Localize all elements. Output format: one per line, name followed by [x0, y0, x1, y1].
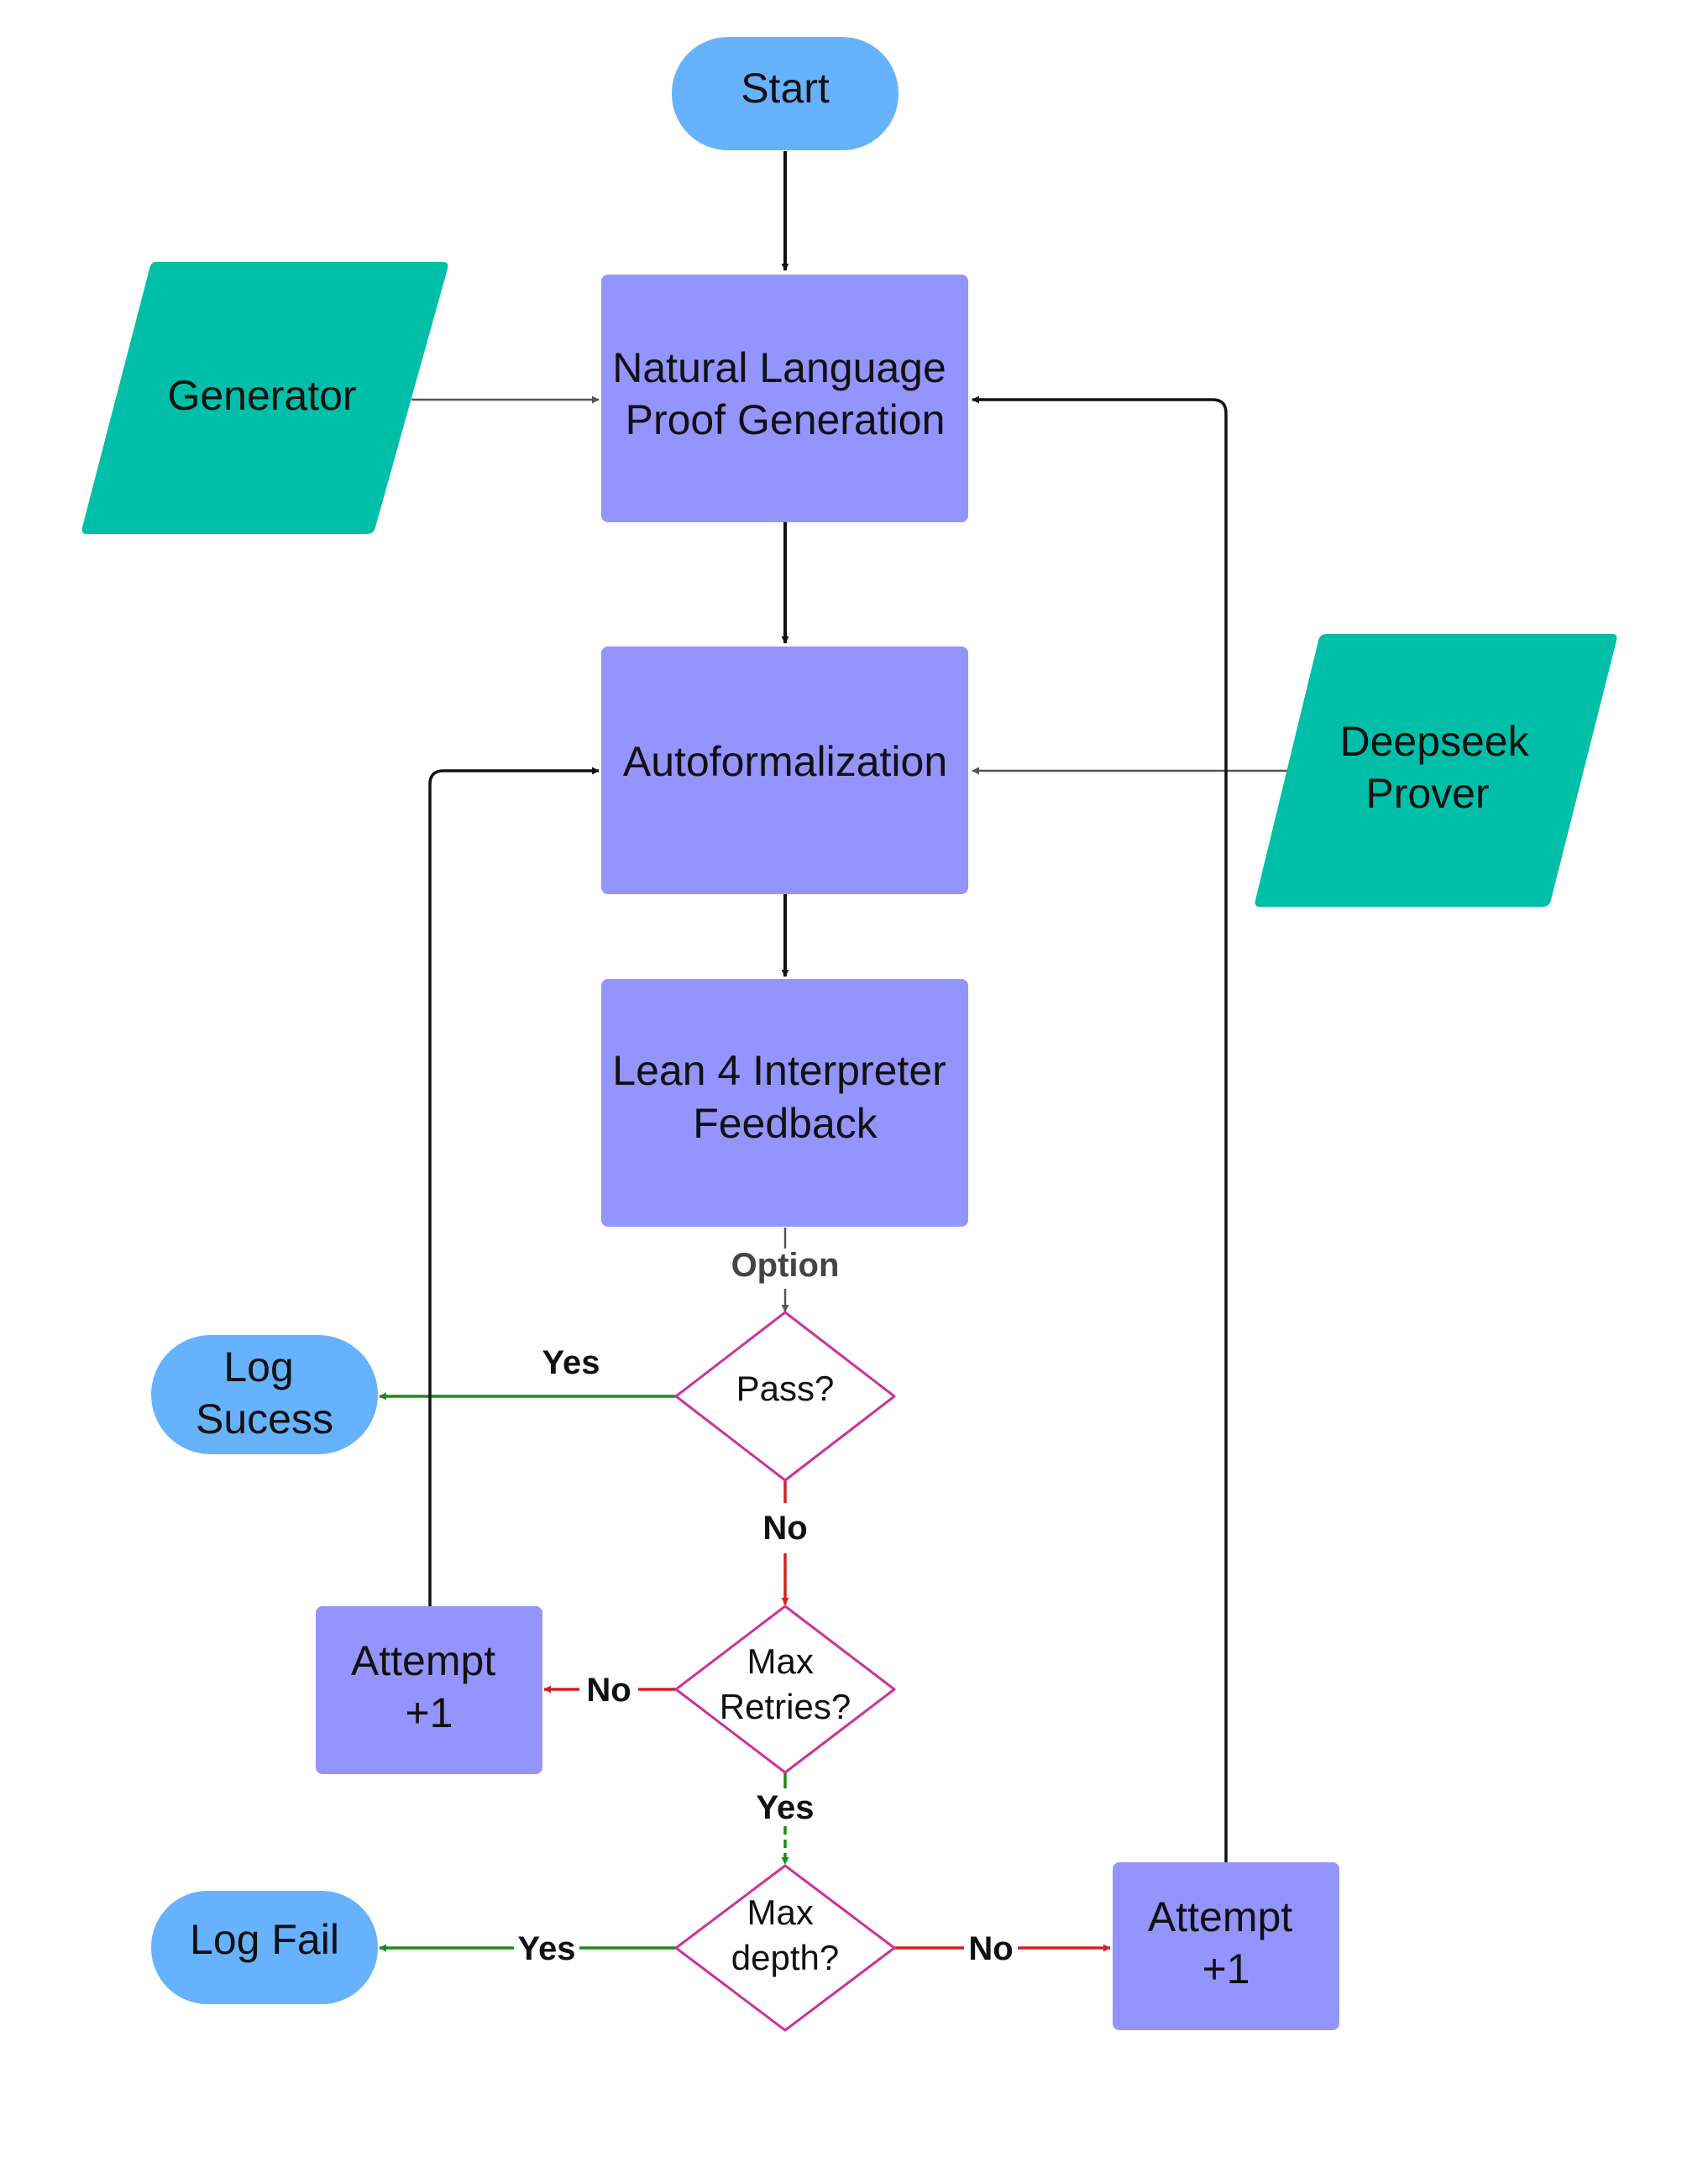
deepseek-label: Deepseek Prover — [1339, 718, 1540, 817]
nodes: Start Generator Natural Language Proof G… — [81, 37, 1617, 2032]
edge-labels: Option Yes No No Yes Yes No — [518, 1247, 1014, 1967]
lean-feedback-label: Lean 4 Interpreter Feedback — [612, 1047, 957, 1147]
log-success-label: Log Sucess — [196, 1343, 333, 1442]
pass-yes-label: Yes — [542, 1344, 600, 1381]
log-success-node — [151, 1335, 378, 1454]
attempt-left-label: Attempt +1 — [351, 1637, 507, 1736]
retries-no-label: No — [586, 1672, 631, 1709]
max-retries-decision — [674, 1605, 896, 1774]
lean-feedback-node — [601, 979, 968, 1227]
retries-yes-label: Yes — [757, 1789, 815, 1826]
max-retries-label: Max Retries? — [720, 1641, 851, 1726]
edge-attempt-right-loop — [972, 395, 1228, 1862]
autoformalization-label: Autoformalization — [623, 738, 947, 785]
start-node — [672, 37, 899, 150]
attempt-left-node — [316, 1606, 542, 1774]
log-fail-node — [151, 1891, 378, 2004]
autoformalization-node — [601, 647, 968, 894]
max-depth-label: Max depth? — [731, 1893, 839, 1977]
edge-attempt-left-loop — [428, 767, 600, 1606]
nl-proof-node — [601, 275, 968, 522]
log-fail-label: Log Fail — [190, 1916, 339, 1963]
generator-label: Generator — [167, 372, 356, 419]
generator-node — [81, 262, 448, 534]
max-depth-decision — [674, 1864, 896, 2032]
pass-no-label: No — [762, 1510, 807, 1547]
deepseek-node — [1255, 634, 1617, 907]
attempt-right-node — [1113, 1862, 1339, 2030]
option-label: Option — [731, 1247, 840, 1284]
depth-yes-label: Yes — [518, 1930, 576, 1967]
pass-decision — [674, 1311, 896, 1482]
edges — [380, 151, 1295, 1948]
start-label: Start — [741, 65, 830, 112]
depth-no-label: No — [968, 1930, 1013, 1967]
pass-label: Pass? — [736, 1369, 835, 1408]
attempt-right-label: Attempt +1 — [1148, 1893, 1304, 1992]
nl-proof-label: Natural Language Proof Generation — [612, 344, 957, 443]
